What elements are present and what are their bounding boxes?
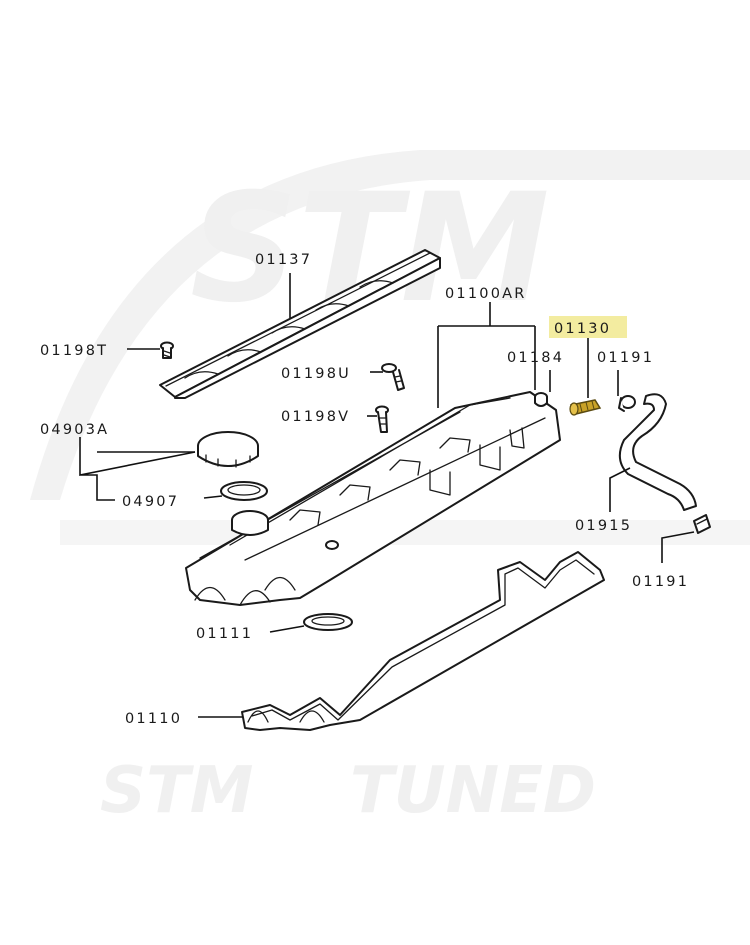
- part-01191-clamp-lower[interactable]: [693, 514, 711, 534]
- highlight-box-01130: [549, 316, 627, 338]
- watermark-swoosh-top: [30, 150, 750, 500]
- leader-lines: [79, 273, 695, 718]
- label-01198T[interactable]: 01198T: [40, 343, 108, 359]
- watermark-top-text: STM: [190, 162, 550, 336]
- part-04903A-oil-cap[interactable]: [197, 431, 259, 468]
- part-01137-cover-bar[interactable]: [159, 249, 441, 399]
- label-04907[interactable]: 04907: [122, 494, 179, 510]
- label-01198U[interactable]: 01198U: [281, 366, 351, 382]
- label-01110[interactable]: 01110: [125, 711, 182, 727]
- label-01100AR[interactable]: 01100AR: [445, 286, 527, 302]
- label-01184[interactable]: 01184: [507, 350, 564, 366]
- part-01100AR-valve-cover[interactable]: [185, 391, 561, 606]
- label-01915[interactable]: 01915: [575, 518, 632, 534]
- label-01137[interactable]: 01137: [255, 252, 312, 268]
- part-01191-clamp-upper[interactable]: [618, 395, 636, 412]
- part-01130-pcv-valve[interactable]: [569, 399, 602, 416]
- part-labels: 01137 01100AR 01130 01198T 01184 01191 0…: [40, 252, 689, 727]
- part-01111-gasket[interactable]: [303, 613, 353, 631]
- label-01130[interactable]: 01130: [554, 321, 611, 337]
- watermark: STM STM TUNED: [30, 150, 750, 828]
- label-01191-upper[interactable]: 01191: [597, 350, 654, 366]
- part-01184-grommet[interactable]: [534, 392, 548, 407]
- part-01915-hose[interactable]: [618, 393, 697, 511]
- part-04907-gasket[interactable]: [220, 481, 268, 501]
- watermark-bottom-right: TUNED: [350, 754, 596, 828]
- part-01198T-bolt[interactable]: [160, 341, 174, 359]
- label-01198V[interactable]: 01198V: [281, 409, 350, 425]
- part-01198U-bolt[interactable]: [381, 363, 405, 391]
- part-01110-cover-gasket[interactable]: [241, 551, 605, 731]
- label-01191-lower[interactable]: 01191: [632, 574, 689, 590]
- label-01111[interactable]: 01111: [196, 626, 253, 642]
- part-01198V-bolt[interactable]: [375, 405, 389, 433]
- label-04903A[interactable]: 04903A: [40, 422, 109, 438]
- watermark-bottom-left: STM: [100, 754, 253, 828]
